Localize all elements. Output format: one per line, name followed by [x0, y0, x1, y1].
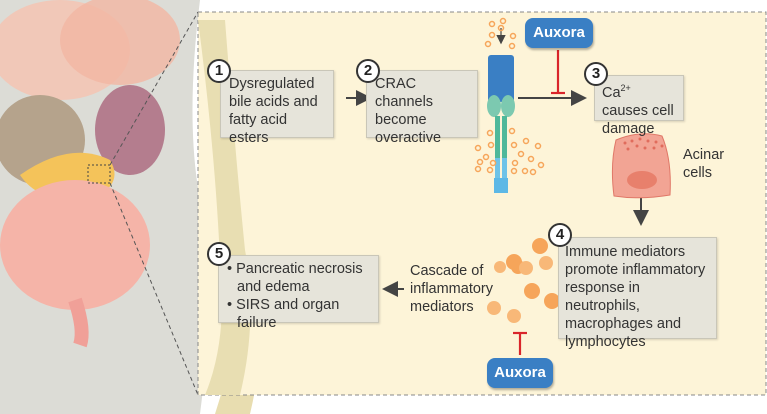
step-1-badge: 1	[207, 59, 231, 83]
step-4-badge: 4	[548, 223, 572, 247]
step-3-badge: 3	[584, 62, 608, 86]
inhibit-bottom-icon	[513, 331, 527, 355]
calcium-ions-icon	[474, 17, 545, 176]
step-3-text-suffix: causes cell damage	[602, 102, 674, 137]
inhibit-top-icon	[551, 50, 565, 95]
cascade-label: Cascade of inflammatory mediators	[410, 263, 493, 315]
acinar-cell-icon	[611, 133, 671, 199]
step-5-bullet: • Pancreatic necrosis and edema	[227, 261, 363, 295]
step-2-badge: 2	[356, 59, 380, 83]
step-5-badge: 5	[207, 242, 231, 266]
step-3-text-prefix: Ca	[602, 84, 621, 101]
step-4-box: Immune mediators promote inflammatory re…	[558, 237, 717, 350]
step-3-text-sup: 2+	[620, 83, 631, 93]
immune-cells-icon	[487, 238, 576, 323]
anatomy-illustration	[0, 0, 199, 396]
auxora-bottom-label: Auxora	[487, 358, 553, 388]
step-5-bullet: • SIRS and organ failure	[227, 297, 340, 331]
step-3-box: Ca2+ causes cell damage	[594, 75, 684, 137]
crac-channel-icon	[487, 55, 515, 193]
auxora-top-label: Auxora	[525, 18, 593, 48]
step-1-box: Dysregulated bile acids and fatty acid e…	[220, 70, 334, 146]
step-2-box: CRAC channels become overactive	[366, 70, 478, 146]
acinar-cells-label: Acinar cells	[683, 147, 725, 181]
step-5-box: • Pancreatic necrosis and edema • SIRS a…	[218, 255, 379, 331]
